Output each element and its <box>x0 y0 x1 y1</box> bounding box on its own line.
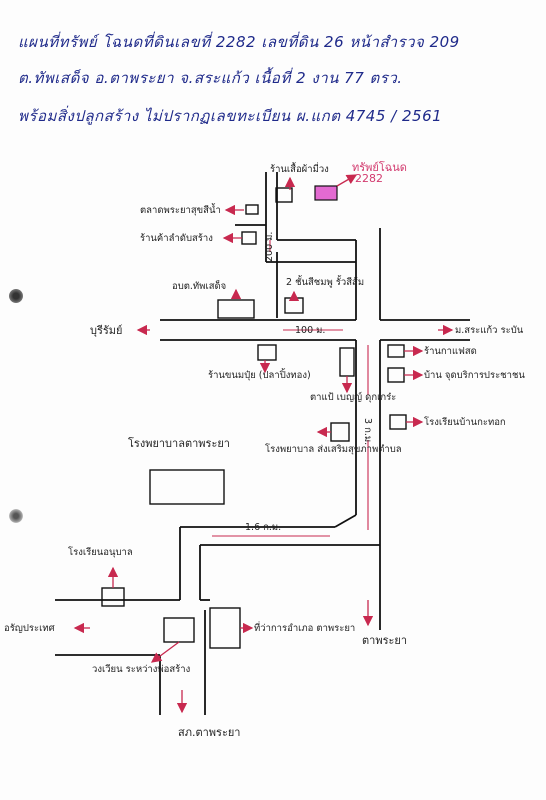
label-rice-shop: ร้านขนมปุ๋ย (ปลาปิ้งทอง) <box>208 368 311 381</box>
label-water-tower: ตลาดพระยาสุขสีน้ำ <box>140 203 221 216</box>
label-obt: อบต.ทัพเสด็จ <box>172 279 226 292</box>
header-line-1: แผนที่ทรัพย์ โฉนดที่ดินเลขที่ 2282 เลขที… <box>18 33 460 51</box>
label-house-shop: ร้านค้าลำดับสร้าง <box>140 233 213 244</box>
target-label: ทรัพย์โฉนด <box>352 160 407 174</box>
label-buriram: บุรีรัมย์ <box>90 324 123 337</box>
label-aranya: อรัญประเทศ <box>4 623 55 634</box>
pointer-arrows <box>73 174 454 714</box>
label-teacher-home: ตาแป้ เบญญ์ ดุกเกร๋ะ <box>310 391 396 403</box>
label-hospital: โรงพยาบาลตาพระยา <box>128 436 230 450</box>
label-sa-khao-road: ม.สระแก้ว ระบัน <box>455 325 524 336</box>
target-number: 2282 <box>355 172 383 185</box>
label-school-left: โรงเรียนอนุบาล <box>68 546 133 558</box>
distance-3km: 3 ก.ม. <box>362 418 373 445</box>
label-hospital-small: โรงพยาบาล ส่งเสริมสุขภาพตำบล <box>265 443 402 455</box>
label-police: สภ.ตาพระยา <box>178 726 240 739</box>
punch-hole-top <box>9 289 23 303</box>
label-temple: วงเวียน ระหว่างพ่อสร้าง <box>92 663 190 675</box>
distance-markers <box>212 240 369 537</box>
label-shop-top: ร้านเสื้อผ้ามี่วง <box>270 162 329 175</box>
label-two-storey: 2 ชั้นสีชมพู รั้วสีส้ม <box>286 275 364 288</box>
header-line-2: ต.ทัพเสด็จ อ.ตาพระยา จ.สระแก้ว เนื้อที่ … <box>18 69 403 87</box>
buildings <box>101 187 407 649</box>
punch-hole-bottom <box>9 509 23 523</box>
header-line-3: พร้อมสิ่งปลูกสร้าง ไม่ปรากฏเลขทะเบียน ผ.… <box>18 107 443 125</box>
distance-200m: 200 ม. <box>264 232 275 262</box>
label-taphraya: ตาพระยา <box>362 634 407 647</box>
roads <box>55 172 470 715</box>
label-right-shop-2: บ้าน จุดบริการประชาชน <box>424 370 525 381</box>
target-parcel <box>314 185 338 201</box>
label-right-shop-1: ร้านกาแฟสด <box>424 346 477 357</box>
label-right-school: โรงเรียนบ้านกะทอก <box>424 416 506 428</box>
distance-1-6km: 1.6 ก.ม. <box>245 522 281 533</box>
distance-100m: 100 ม. <box>295 325 325 336</box>
label-district: ที่ว่าการอำเภอ ตาพระยา <box>254 621 355 634</box>
